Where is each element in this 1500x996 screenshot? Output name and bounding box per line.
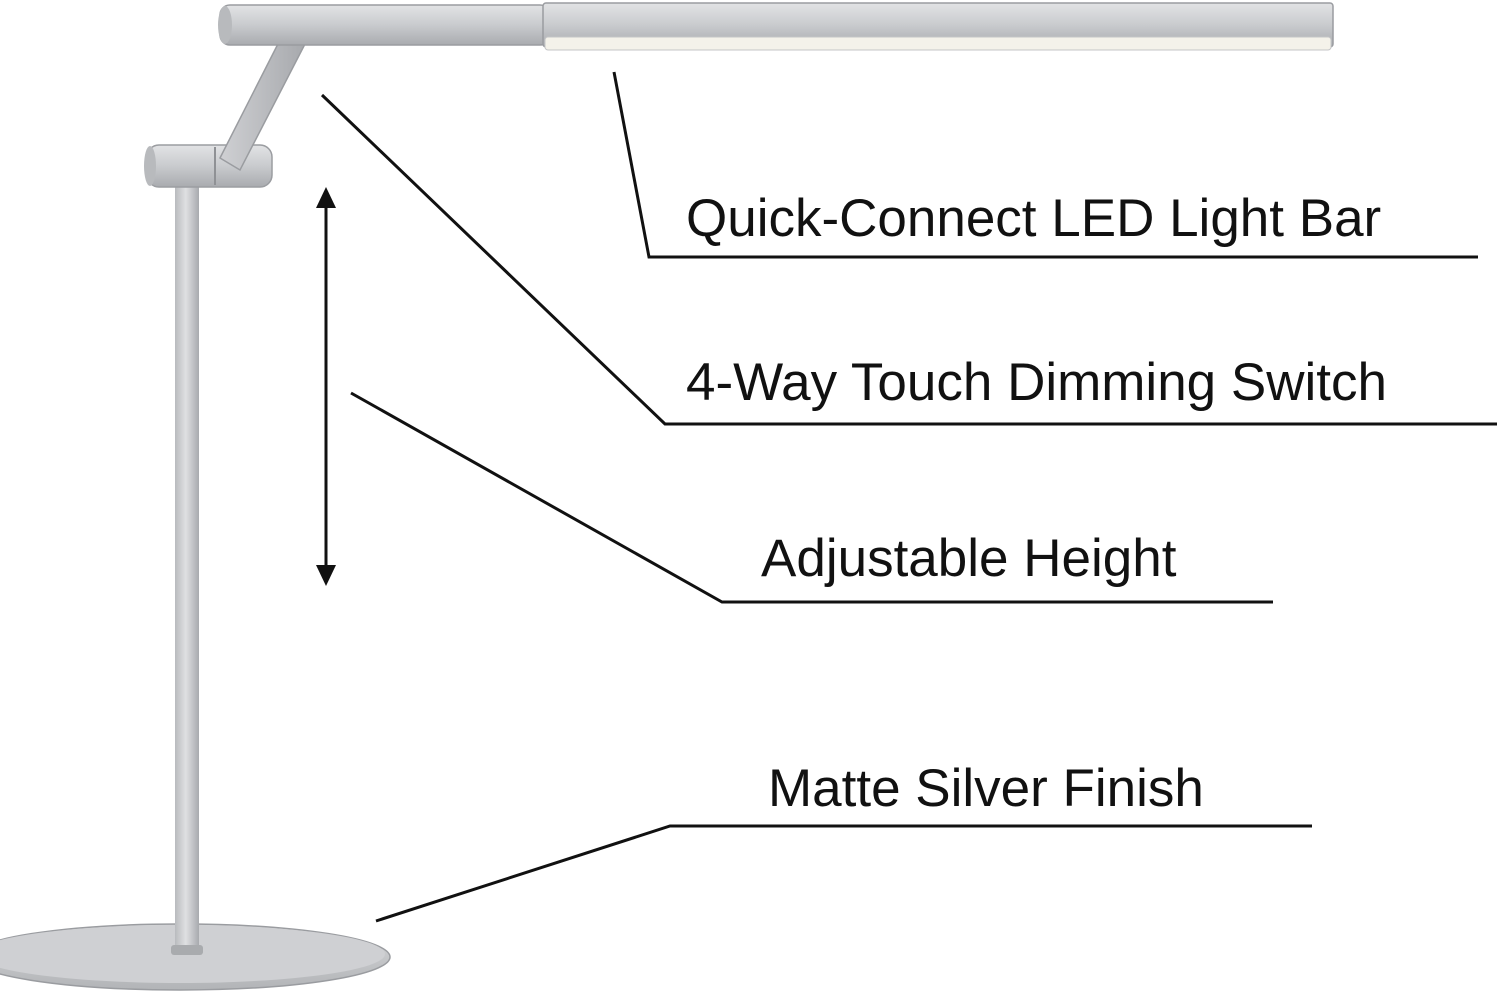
arrow-up-icon [316, 187, 336, 208]
pole-collar [171, 945, 203, 955]
height-arrow [316, 187, 336, 586]
lamp-pole [175, 185, 199, 953]
arrow-down-icon [316, 565, 336, 586]
height-joint [146, 144, 273, 188]
lamp-head-tube [219, 4, 551, 46]
leader-dimming [320, 93, 1497, 426]
led-diffuser [544, 36, 1332, 51]
callout-touch-dimming-switch: 4-Way Touch Dimming Switch [686, 353, 1387, 412]
callout-adjustable-height: Adjustable Height [761, 529, 1177, 588]
callout-led-light-bar: Quick-Connect LED Light Bar [686, 189, 1382, 248]
leader-height [350, 391, 1273, 604]
leader-finish [375, 824, 1312, 923]
callout-matte-silver-finish: Matte Silver Finish [768, 759, 1204, 818]
leader-lines [320, 71, 1497, 923]
leader-led [612, 71, 1478, 259]
